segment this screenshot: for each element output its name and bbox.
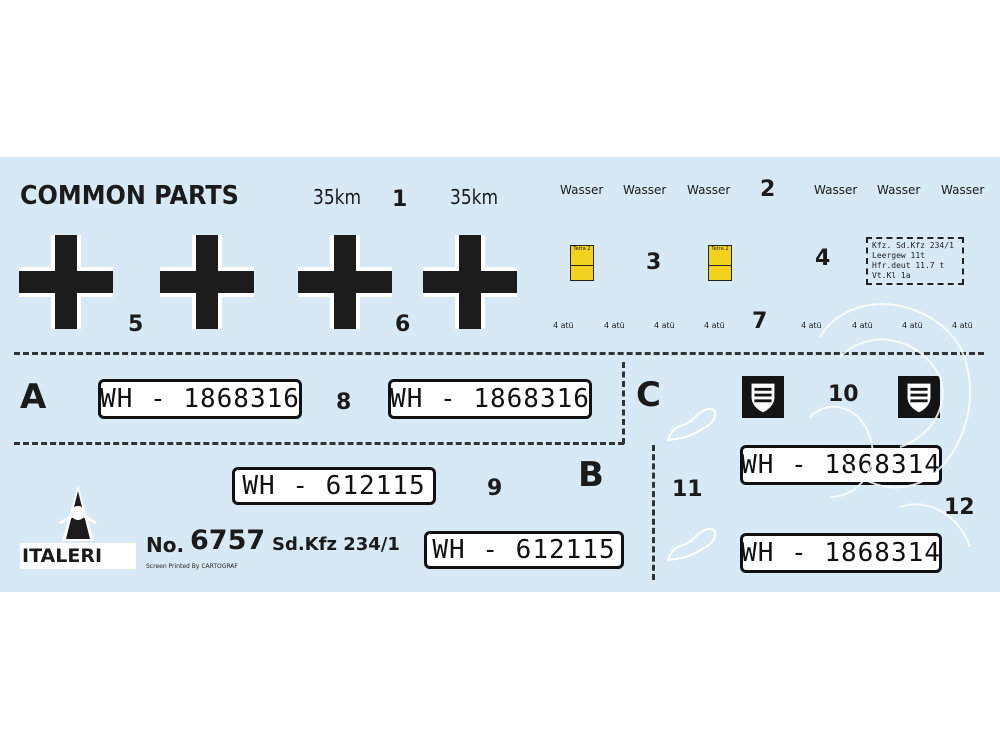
- tire-pressure-label: 4 atü: [654, 321, 675, 330]
- license-plate: WH - 1868316: [388, 379, 592, 419]
- wasser-label-4: Wasser: [814, 183, 858, 197]
- km-label-2: 35km: [450, 185, 499, 209]
- model-name: Sd.Kfz 234/1: [272, 534, 400, 555]
- section-letter-c: C: [636, 375, 661, 415]
- section-letter-b: B: [578, 455, 604, 495]
- fuel-tag-label: Tetra 2: [711, 246, 729, 252]
- decal-number-5: 5: [128, 312, 144, 337]
- decal-number-10: 10: [828, 382, 859, 407]
- decal-number-3: 3: [646, 250, 662, 275]
- brand-name: ITALERI: [22, 545, 103, 567]
- kit-no-label: No.: [146, 533, 185, 557]
- decal-number-8: 8: [336, 390, 352, 415]
- decal-number-1: 1: [392, 187, 408, 212]
- decal-number-7: 7: [752, 309, 768, 334]
- stencil-line: Kfz. Sd.Kfz 234/1: [872, 241, 954, 250]
- license-plate: WH - 1868314: [740, 445, 942, 485]
- balkenkreuz-icon: [423, 235, 517, 329]
- stencil-line: Hfr.deut 11.7 t: [872, 261, 945, 270]
- tire-pressure-label: 4 atü: [952, 321, 973, 330]
- cut-line: [622, 362, 625, 444]
- decal-number-4: 4: [815, 246, 831, 271]
- license-plate: WH - 1868316: [98, 379, 302, 419]
- balkenkreuz-icon: [19, 235, 113, 329]
- vehicle-data-stencil: Kfz. Sd.Kfz 234/1 Leergew 11t Hfr.deut 1…: [866, 237, 964, 285]
- tire-pressure-label: 4 atü: [553, 321, 574, 330]
- cut-line: [14, 442, 624, 445]
- italeri-logo: [20, 485, 136, 569]
- unit-shield-icon: [898, 376, 940, 418]
- printer-credit: Screen Printed By CARTOGRAF: [146, 563, 238, 570]
- tire-pressure-label: 4 atü: [704, 321, 725, 330]
- decal-number-11: 11: [672, 477, 703, 502]
- fuel-tag-icon: [708, 265, 732, 281]
- wasser-label-3: Wasser: [687, 183, 731, 197]
- cut-line: [652, 445, 655, 580]
- sheet-title: COMMON PARTS: [20, 181, 239, 211]
- unit-shield-icon: [742, 376, 784, 418]
- balkenkreuz-icon: [160, 235, 254, 329]
- fuel-tag-label: Tetra 2: [573, 246, 591, 252]
- wasser-label-2: Wasser: [623, 183, 667, 197]
- wasser-label-1: Wasser: [560, 183, 604, 197]
- tire-pressure-label: 4 atü: [902, 321, 923, 330]
- license-plate: WH - 1868314: [740, 533, 942, 573]
- cut-line: [14, 352, 984, 355]
- km-label-1: 35km: [313, 185, 362, 209]
- decal-sheet: COMMON PARTS 35km 1 35km Wasser Wasser W…: [0, 157, 1000, 592]
- decal-number-6: 6: [395, 312, 411, 337]
- decal-number-9: 9: [487, 476, 503, 501]
- kit-number: 6757: [190, 525, 266, 556]
- decal-number-2: 2: [760, 177, 776, 202]
- wasser-label-5: Wasser: [877, 183, 921, 197]
- license-plate: WH - 612115: [424, 531, 624, 569]
- tire-pressure-label: 4 atü: [801, 321, 822, 330]
- section-letter-a: A: [20, 377, 47, 417]
- fuel-tag-icon: [570, 265, 594, 281]
- faint-emblem-icon: [666, 407, 717, 442]
- balkenkreuz-icon: [298, 235, 392, 329]
- wasser-label-6: Wasser: [941, 183, 985, 197]
- license-plate: WH - 612115: [232, 467, 436, 505]
- tire-pressure-label: 4 atü: [604, 321, 625, 330]
- faint-emblem-icon: [809, 303, 971, 548]
- stencil-line: Leergew 11t: [872, 251, 925, 260]
- faint-emblem-icon: [666, 527, 717, 562]
- tire-pressure-label: 4 atü: [852, 321, 873, 330]
- stencil-line: Vt.Kl 1a: [872, 271, 911, 280]
